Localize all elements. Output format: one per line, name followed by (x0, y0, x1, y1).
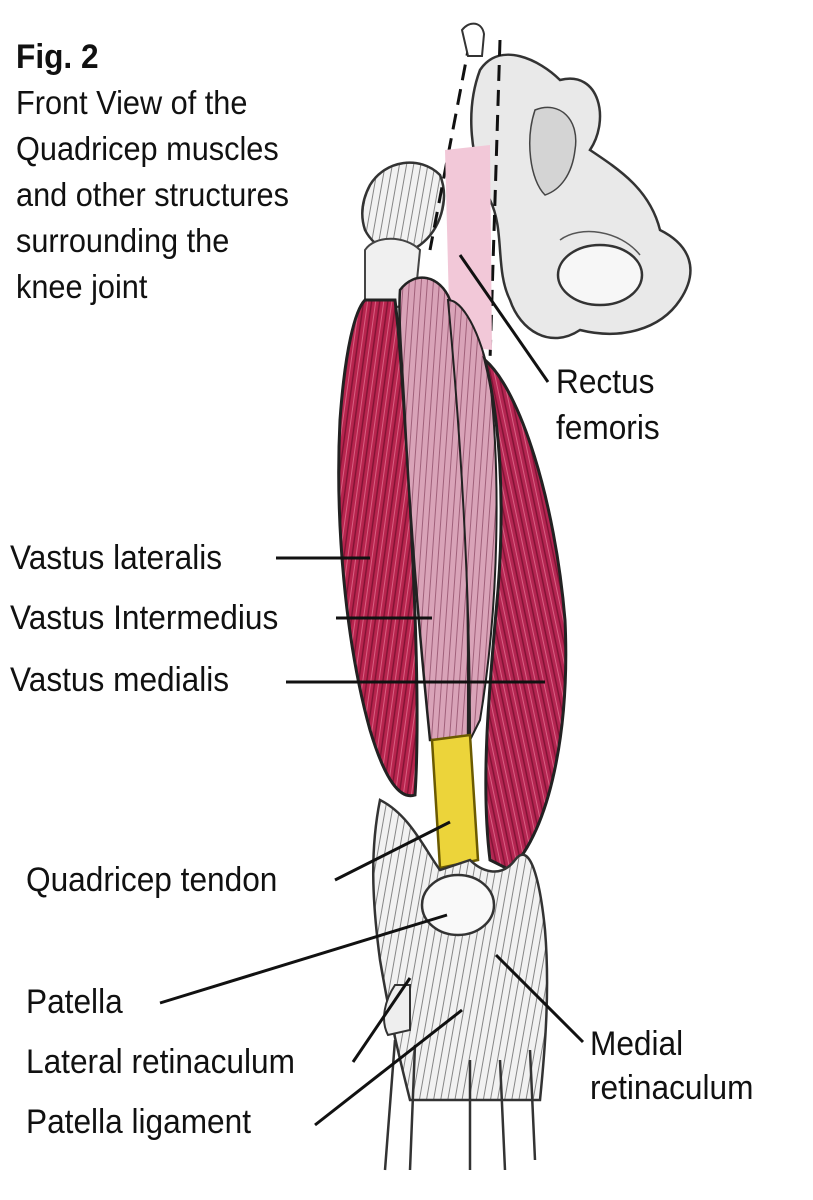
leader-patella-ligament (314, 1008, 463, 1127)
leader-quadricep-tendon (334, 820, 451, 882)
label-rectus-femoris-line1: Rectus (556, 363, 655, 401)
label-rectus-femoris-line2: femoris (556, 409, 660, 447)
label-patella-ligament: Patella ligament (26, 1103, 251, 1141)
leader-patella (159, 913, 448, 1005)
label-medial-retinaculum-line1: Medial (590, 1025, 684, 1063)
label-patella: Patella (26, 983, 123, 1021)
leader-lateral-retinaculum (351, 977, 412, 1063)
caption-line: knee joint (16, 268, 148, 305)
caption-line: surrounding the (16, 222, 230, 259)
leader-lines (159, 254, 585, 1127)
knee-region (371, 798, 549, 1171)
pelvis-bone (470, 53, 692, 340)
label-medial-retinaculum-line2: retinaculum (590, 1069, 754, 1107)
figure-number: Fig. 2 (16, 38, 99, 76)
vastus-medialis-muscle (482, 355, 568, 872)
caption-line: Front View of the (16, 84, 248, 121)
figure-caption: Fig. 2 Front View of the Quadricep muscl… (16, 34, 289, 310)
label-quadricep-tendon: Quadricep tendon (26, 861, 278, 899)
quadricep-tendon-shape (430, 733, 480, 870)
leader-rectus-femoris (458, 254, 550, 383)
caption-line: Quadricep muscles (16, 130, 279, 167)
patella-bone (420, 873, 496, 937)
rectus-origin-lines (428, 22, 502, 361)
label-lateral-retinaculum: Lateral retinaculum (26, 1043, 295, 1081)
label-vastus-lateralis: Vastus lateralis (10, 539, 223, 577)
caption-line: and other structures (16, 176, 289, 213)
rectus-femoris-highlight (445, 145, 492, 350)
label-vastus-medialis: Vastus medialis (10, 661, 230, 699)
leader-medial-retinaculum (494, 953, 585, 1044)
label-vastus-intermedius: Vastus Intermedius (10, 599, 279, 637)
